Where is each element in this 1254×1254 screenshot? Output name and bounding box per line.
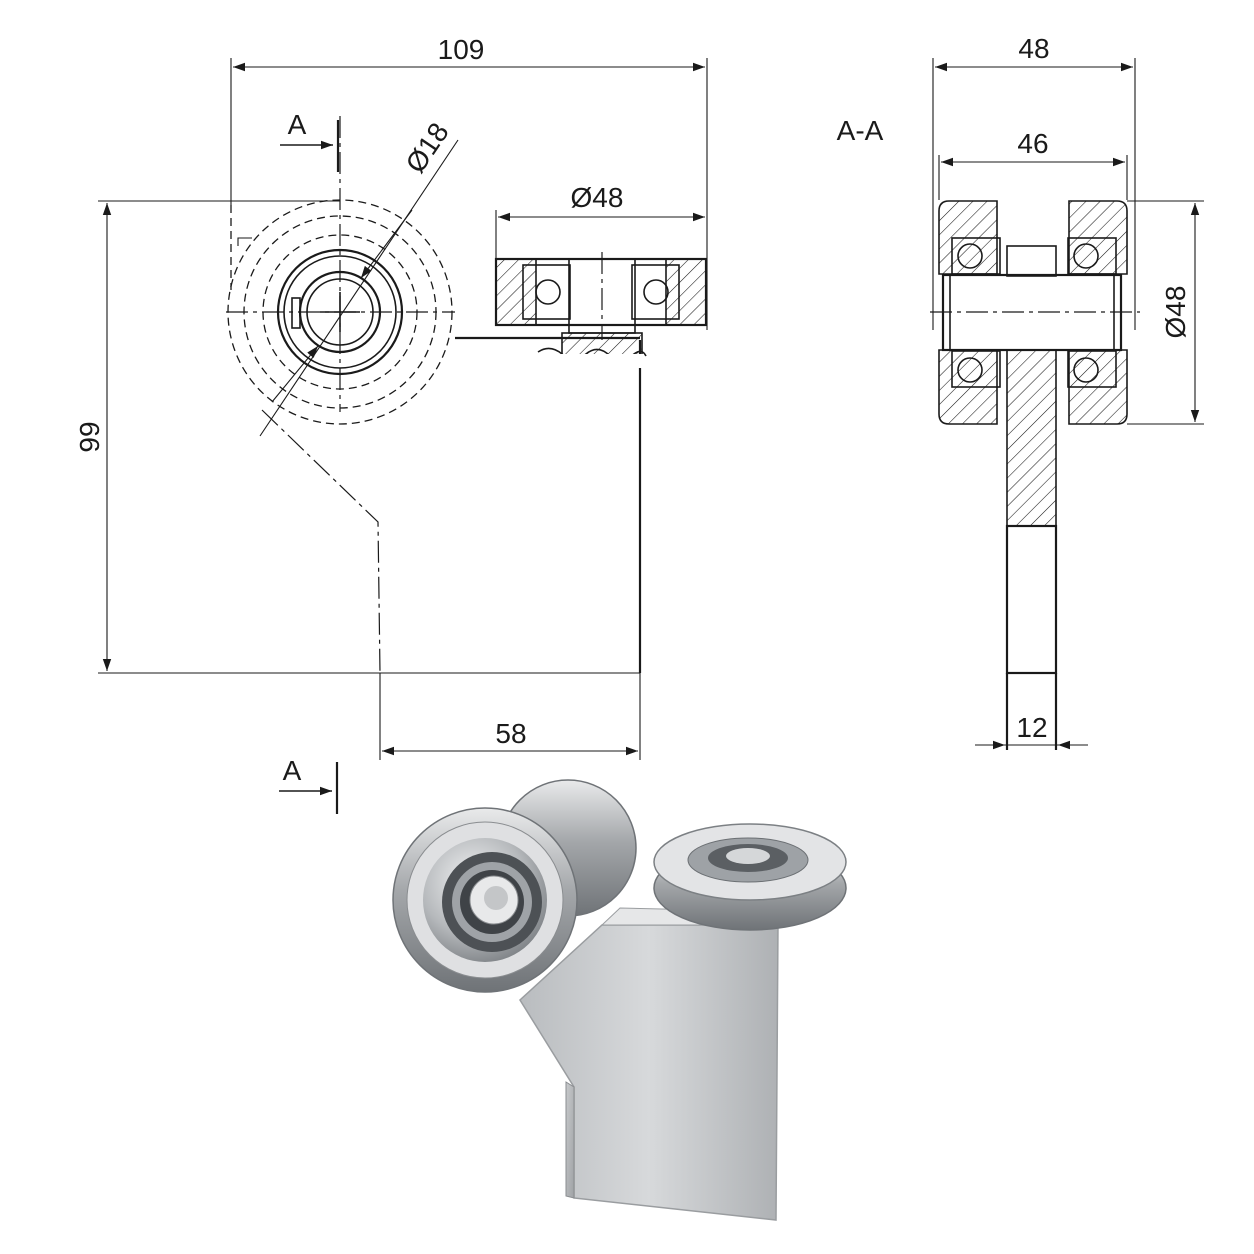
dim-plate-thickness: 12 <box>1016 712 1047 743</box>
dim-side-wheel-diameter: Ø48 <box>571 182 624 213</box>
side-wheel-section: Ø48 <box>494 182 708 368</box>
roller-bracket-photo <box>392 779 847 1221</box>
section-view: A-A 48 46 Ø48 <box>837 33 1204 750</box>
dim-section-outer-width: 48 <box>1018 33 1049 64</box>
dim-height-total: 99 <box>74 421 105 452</box>
dim-width-total: 109 <box>438 34 485 65</box>
svg-text:A: A <box>283 755 302 786</box>
dim-section-wheel-diameter: Ø48 <box>1160 286 1191 339</box>
section-marker-top: A <box>280 109 340 172</box>
front-view: 109 99 58 Ø18 <box>74 34 708 814</box>
dim-bracket-width: 58 <box>495 718 526 749</box>
section-marker-bottom: A <box>279 755 339 814</box>
dim-section-wheel-width: 46 <box>1017 128 1048 159</box>
dim-bore-diameter: Ø18 <box>399 117 454 178</box>
svg-text:A: A <box>288 109 307 140</box>
section-view-label: A-A <box>837 115 884 146</box>
